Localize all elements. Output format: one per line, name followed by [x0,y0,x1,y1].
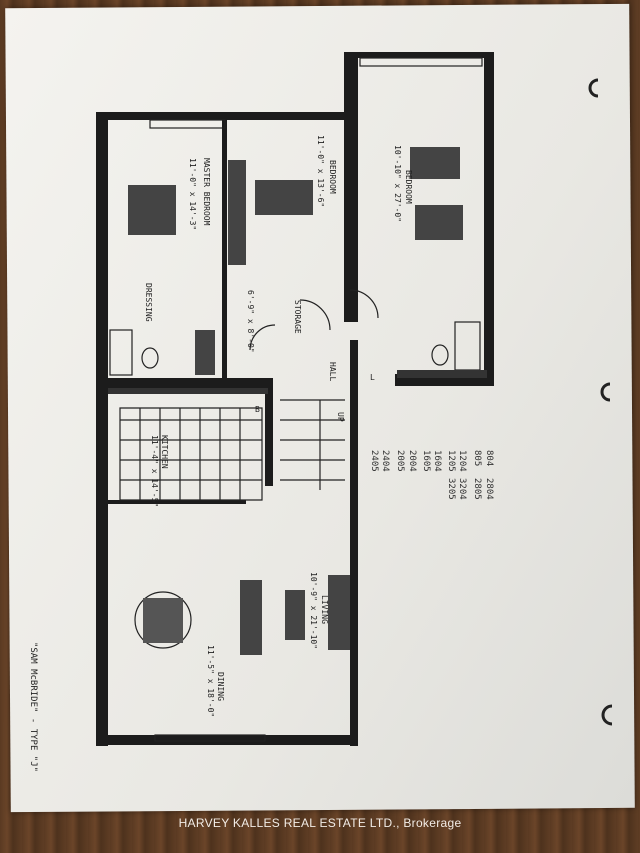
unit-number: 3205 [446,478,456,500]
room-name-dining: DINING [216,672,225,701]
watermark: HARVEY KALLES REAL ESTATE LTD., Brokerag… [178,816,462,830]
unit-number: 2804 [484,478,494,500]
unit-number: 1205 [446,450,456,472]
room-name-bedroom-2: BEDROOM [328,160,337,194]
stair-up-label: UP [336,412,345,422]
room-name-kitchen: KITCHEN [160,435,169,469]
unit-number: 805 [472,450,482,466]
mark-l: L [370,373,375,382]
room-name-living: LIVING [320,595,329,624]
unit-number: 2004 [407,450,417,472]
room-name-dressing: DRESSING [144,283,153,322]
room-size-dining: 11'-5" x 18'-0" [206,645,215,717]
room-size-bath: 6'-9" x 8'-0" [246,290,255,353]
room-name-bedroom-3: BEDROOM [404,170,413,204]
mark-b: B [255,405,260,414]
room-size-master-bedroom: 11'-0" x 14'-3" [188,158,197,230]
unit-number: 2805 [472,478,482,500]
unit-number: 2404 [380,450,390,472]
room-name-storage: STORAGE [293,300,302,334]
unit-number: 2405 [369,450,379,472]
unit-number: 804 [484,450,494,466]
room-size-bedroom-2: 11'-0" x 13'-6" [316,135,325,207]
room-size-living: 10'-9" x 21'-10" [309,572,318,649]
plan-caption: "SAM McBRIDE" - TYPE "J" [28,642,38,772]
room-size-kitchen: 11'-4" x 14'-5" [150,435,159,507]
binder-holes [588,78,613,726]
unit-number: 2005 [395,450,405,472]
unit-number: 1604 [432,450,442,472]
room-size-bedroom-3: 10'-10" x 27'-0" [393,145,402,222]
unit-number: 3204 [457,478,467,500]
unit-numbers: 804 805 1204 1205 1604 1605 2004 2005 24… [369,450,494,500]
walls [96,52,494,746]
unit-number: 1605 [421,450,431,472]
room-labels: MASTER BEDROOM 11'-0" x 14'-3" BEDROOM 1… [28,135,413,772]
room-name-master-bedroom: MASTER BEDROOM [202,158,211,226]
room-name-hall: HALL [328,362,337,381]
unit-number: 1204 [457,450,467,472]
